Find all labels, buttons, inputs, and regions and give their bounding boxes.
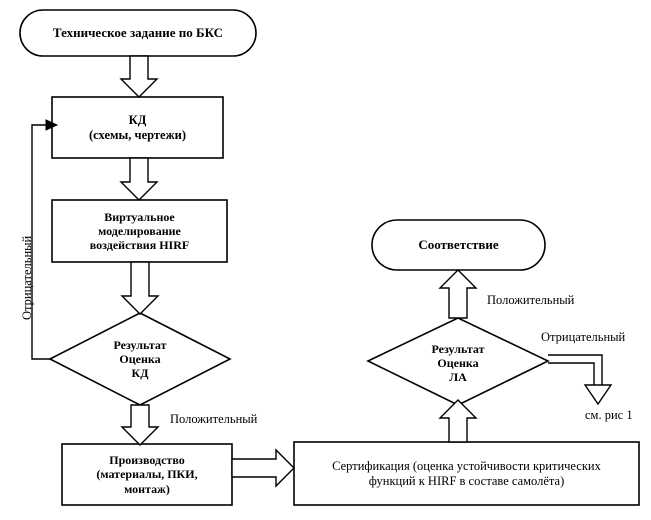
decision-la-node-label: Результат Оценка ЛА: [431, 341, 485, 385]
decision-kd-node-label: Результат Оценка КД: [113, 337, 167, 381]
edge-label-positive-right: Положительный: [487, 293, 575, 307]
production-node-shape: [61, 443, 233, 506]
kd-node-label: КД (схемы, чертежи): [88, 112, 187, 142]
edge-label-see-figure: см. рис 1: [585, 408, 633, 422]
arrow-start-to-kd: [119, 55, 159, 98]
certification-node-label: Сертификация (оценка устойчивости критич…: [332, 458, 601, 488]
arrow-decision-la-to-conformity: [438, 269, 478, 319]
kd-node-shape: [51, 96, 224, 159]
edge-label-negative-left: Отрицательный: [20, 235, 34, 320]
arrow-virtual-to-decision-kd: [120, 261, 160, 315]
arrow-production-to-certification: [231, 448, 295, 488]
arrow-head-feedback-to-kd: [45, 119, 59, 131]
arrow-head-see-figure: [583, 384, 613, 406]
line-decision-la-negative: [548, 354, 603, 385]
certification-node-shape: [293, 441, 640, 506]
virtual-modeling-node-label: Виртуальное моделирование воздействия HI…: [89, 209, 190, 253]
arrow-kd-to-virtual: [119, 157, 159, 201]
edge-label-positive-left: Положительный: [170, 412, 258, 426]
production-node-label: Производство (материалы, ПКИ, монтаж): [96, 453, 198, 496]
start-node-label: Техническое задание по БКС: [52, 25, 224, 41]
arrow-decision-kd-to-production: [120, 404, 160, 446]
arrow-certification-to-decision-la: [438, 399, 478, 443]
line-feedback-negative: [31, 124, 50, 360]
edge-label-negative-right: Отрицательный: [541, 330, 626, 344]
conformity-node-label: Соответствие: [418, 237, 499, 253]
line-decision-la-negative-inner: [548, 362, 595, 385]
